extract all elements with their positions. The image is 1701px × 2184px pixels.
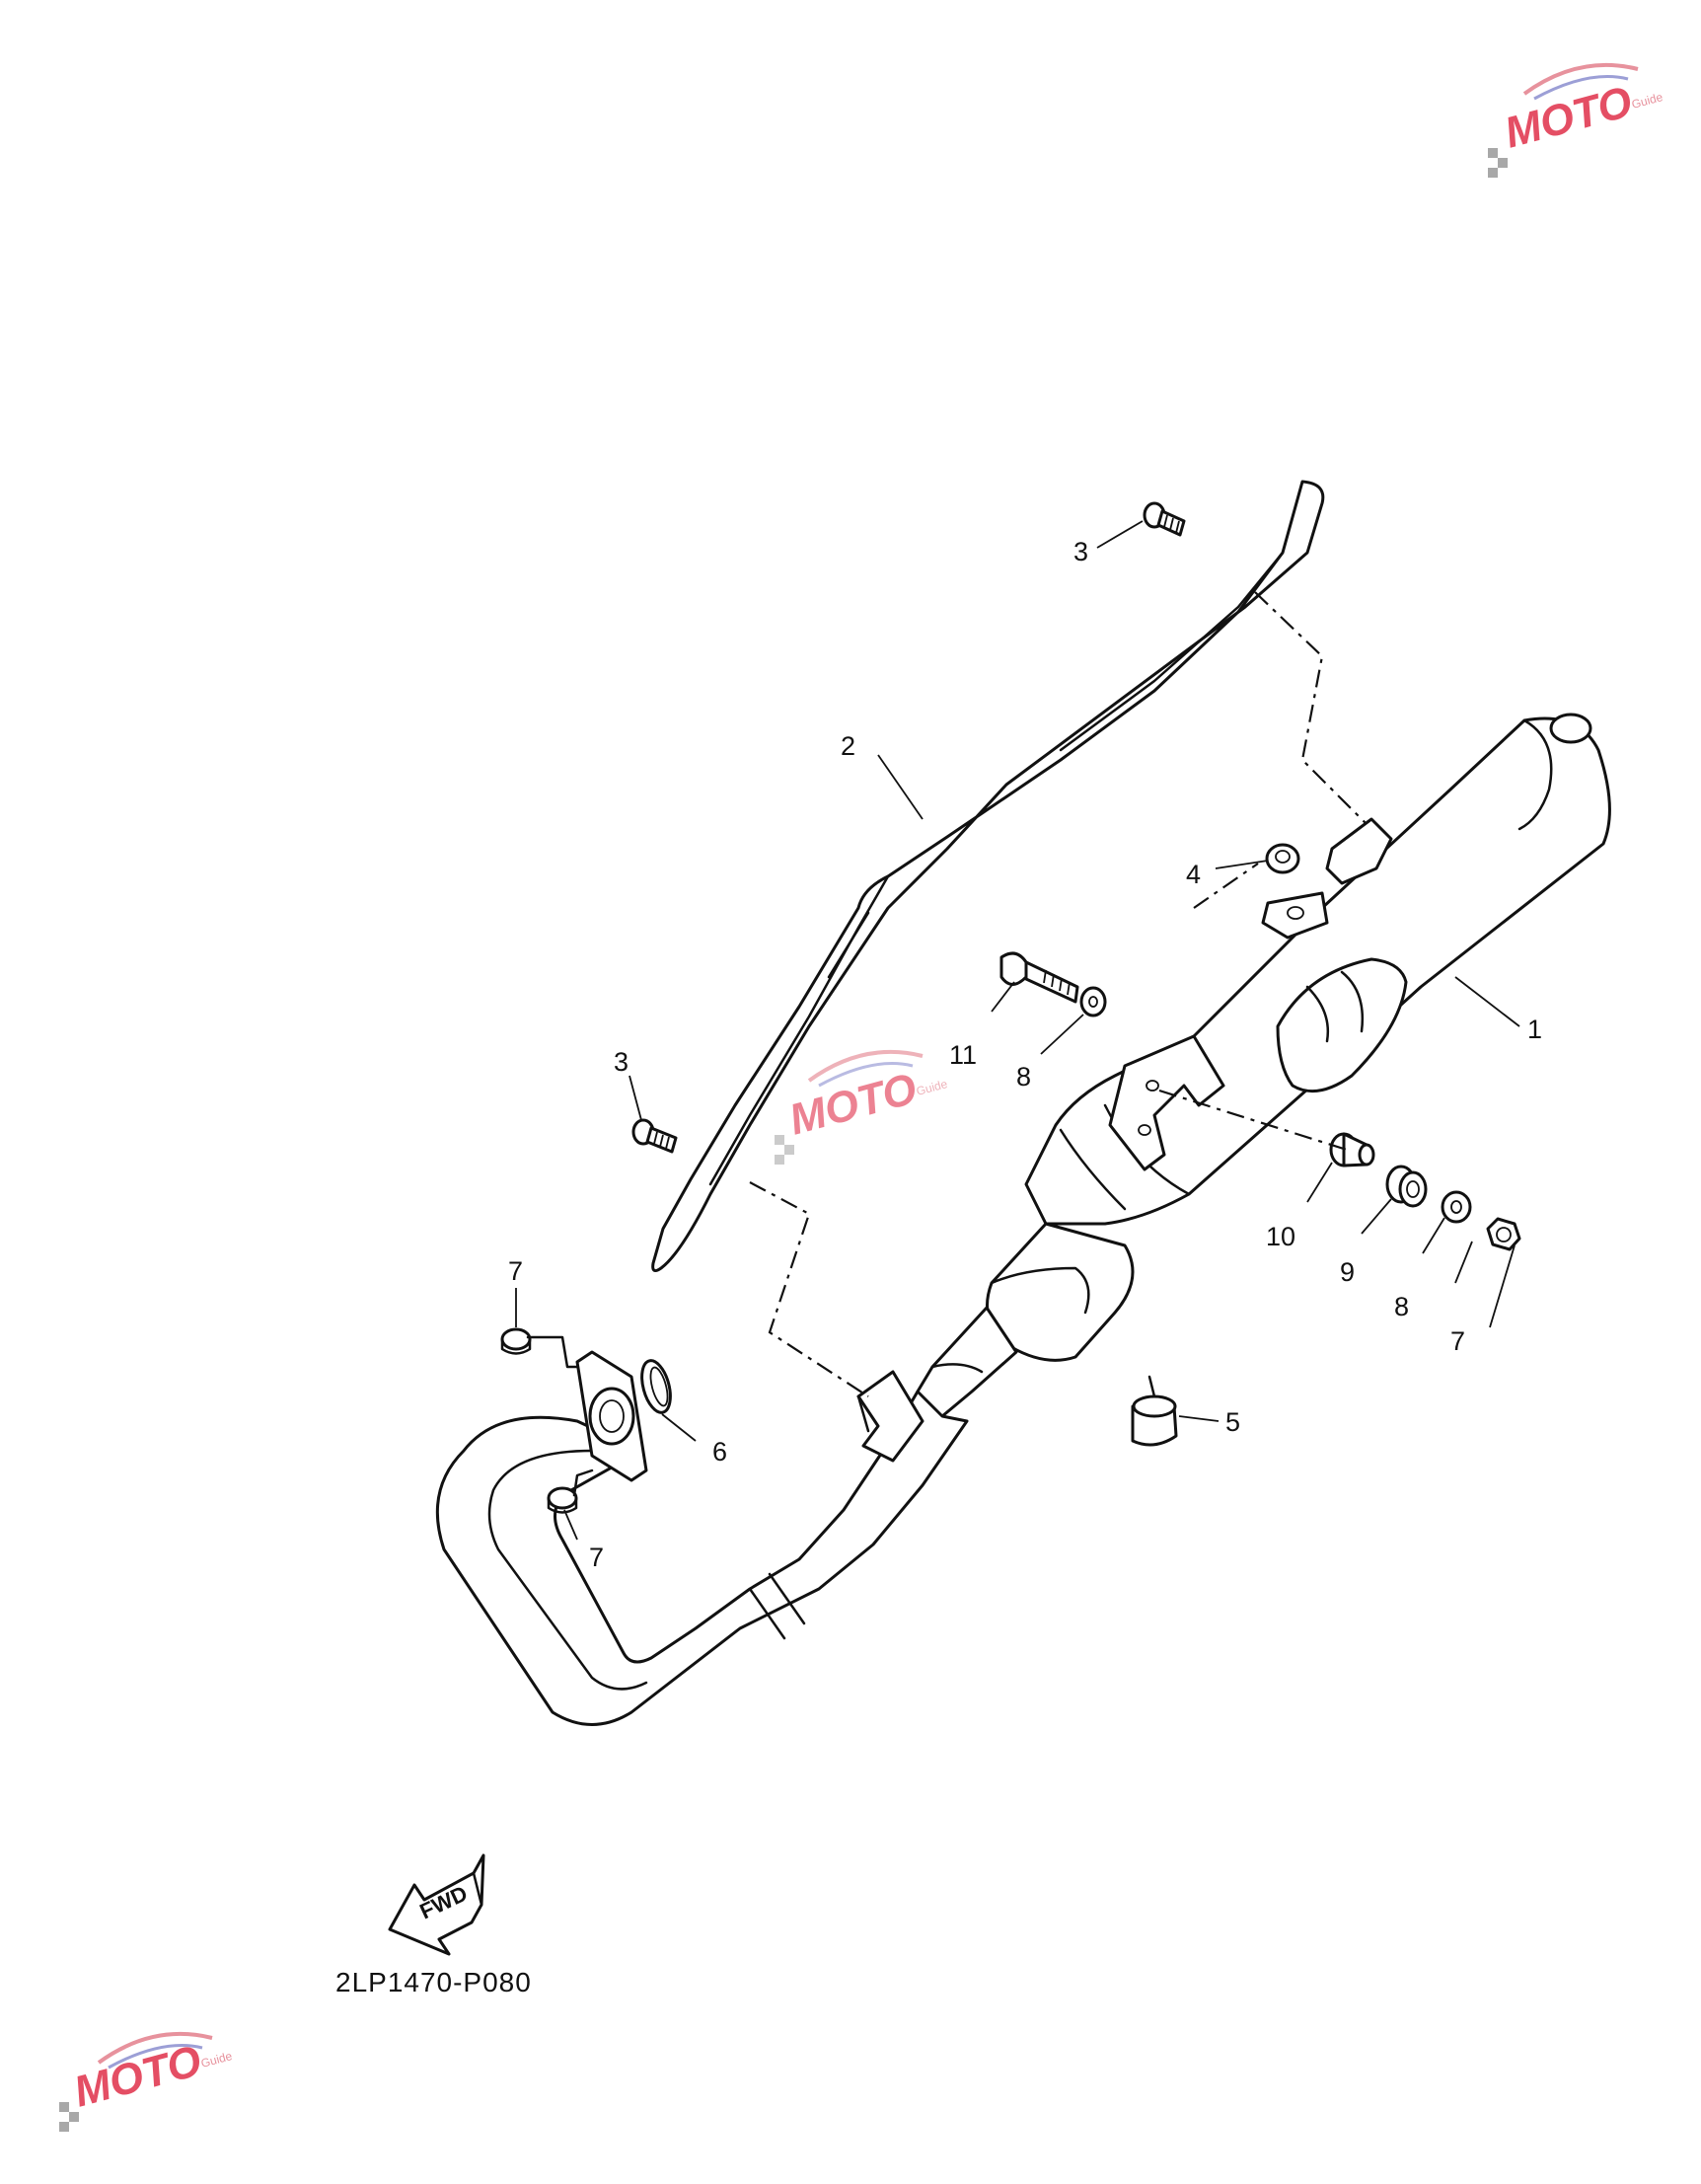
callout-7-lower: 7	[589, 1543, 604, 1572]
watermark-logo-text: MOTO	[784, 1064, 922, 1144]
stay-bracket	[1261, 891, 1329, 940]
callouts: 1 2 3 3 4 5 6 7 7 7 8 8 9 10 11	[508, 537, 1542, 1572]
watermark-tagline: Guide	[1630, 90, 1664, 112]
flange-nut-part-right	[1486, 1217, 1521, 1251]
callout-3-upper: 3	[1073, 537, 1088, 566]
diagram-code: 2LP1470-P080	[335, 1967, 532, 1997]
callout-1: 1	[1527, 1015, 1542, 1044]
moto-guide-watermark-bottom: MOTO Guide	[59, 2031, 234, 2132]
callout-9: 9	[1340, 1257, 1355, 1287]
damper-part	[1131, 1375, 1178, 1447]
mount-bolt-part	[999, 951, 1079, 1004]
watermark-logo-text: MOTO	[1500, 77, 1637, 157]
nut-part	[1265, 843, 1300, 874]
gasket-part	[640, 1359, 672, 1414]
muffler-part	[1024, 713, 1611, 1226]
callout-11: 11	[949, 1040, 977, 1070]
callout-5: 5	[1225, 1407, 1240, 1437]
pipe-bracket	[856, 1370, 924, 1463]
callout-10: 10	[1266, 1222, 1295, 1251]
moto-guide-watermark-top: MOTO Guide	[1488, 62, 1664, 178]
washer-part-left	[1079, 986, 1107, 1017]
watermark-logo-text: MOTO	[69, 2036, 206, 2116]
muffler-cone	[916, 1222, 1135, 1418]
flange-nut-part-lower	[547, 1469, 594, 1514]
washer-part-right	[1441, 1190, 1472, 1224]
watermark-tagline: Guide	[199, 2049, 234, 2071]
callout-8-left: 8	[1016, 1062, 1031, 1092]
protector-bolt-part-lower	[631, 1118, 678, 1154]
protector-bolt-part-upper	[1143, 501, 1186, 537]
exhaust-flange	[575, 1350, 648, 1482]
muffler-mount-bracket	[1108, 1034, 1225, 1171]
assembly-lines	[749, 591, 1368, 1397]
heat-protector-part	[651, 480, 1325, 1273]
callout-8-right: 8	[1394, 1292, 1409, 1321]
moto-guide-watermark-center: MOTO Guide	[775, 1049, 949, 1165]
callout-4: 4	[1186, 860, 1201, 889]
callout-3-lower: 3	[614, 1047, 629, 1077]
callout-7-upper: 7	[508, 1256, 523, 1286]
watermark-tagline: Guide	[915, 1077, 949, 1098]
exhaust-pipe	[435, 1390, 969, 1726]
callout-2: 2	[841, 731, 855, 761]
fwd-arrow-icon: FWD	[388, 1853, 485, 1956]
flange-nut-part-upper	[500, 1327, 579, 1369]
collar-part	[1329, 1132, 1375, 1167]
callout-7-right: 7	[1450, 1326, 1465, 1356]
upper-muffler-bracket	[1325, 817, 1393, 885]
grommet-part	[1385, 1165, 1428, 1208]
callout-6: 6	[712, 1437, 727, 1467]
leader-lines	[515, 520, 1520, 1541]
